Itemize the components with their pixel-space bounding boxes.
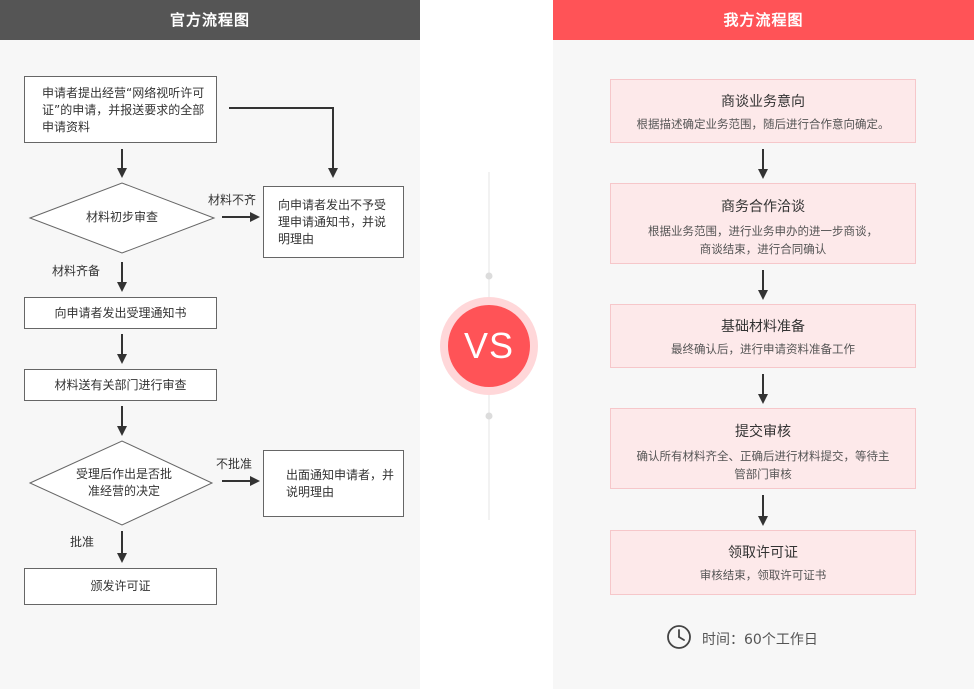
step-card-4: 提交审核 确认所有材料齐全、正确后进行材料提交，等待主管部门审核 bbox=[610, 408, 916, 489]
step-card-3: 基础材料准备 最终确认后，进行申请资料准备工作 bbox=[610, 304, 916, 368]
our-flow-title: 我方流程图 bbox=[553, 0, 974, 40]
divider-dot-top bbox=[485, 272, 493, 280]
step-desc: 确认所有材料齐全、正确后进行材料提交，等待主管部门审核 bbox=[636, 449, 890, 481]
issue-license-box: 颁发许可证 bbox=[24, 568, 217, 605]
apply-box: 申请者提出经营“网络视听许可证”的申请，并报送要求的全部申请资料 bbox=[24, 76, 217, 143]
incomplete-label: 材料不齐 bbox=[208, 193, 257, 207]
step-desc: 审核结束，领取许可证书 bbox=[699, 568, 827, 582]
step-card-5: 领取许可证 审核结束，领取许可证书 bbox=[610, 530, 916, 595]
dept-review-text: 材料送有关部门进行审查 bbox=[54, 378, 187, 392]
time-text: 时间：60个工作日 bbox=[702, 632, 818, 648]
complete-label: 材料齐备 bbox=[52, 264, 101, 278]
initial-review-diamond bbox=[28, 182, 216, 254]
step-title: 领取许可证 bbox=[728, 545, 798, 561]
apply-box-text: 申请者提出经营“网络视听许可证”的申请，并报送要求的全部申请资料 bbox=[42, 86, 205, 134]
time-row: 时间：60个工作日 bbox=[666, 624, 818, 654]
accept-notice-text: 向申请者发出受理通知书 bbox=[54, 306, 187, 320]
step-desc: 根据描述确定业务范围，随后进行合作意向确定。 bbox=[636, 117, 890, 131]
decision-diamond bbox=[28, 440, 214, 526]
dept-review-box: 材料送有关部门进行审查 bbox=[24, 369, 217, 401]
issue-license-text: 颁发许可证 bbox=[90, 579, 151, 593]
step-title: 提交审核 bbox=[735, 424, 791, 440]
step-desc: 最终确认后，进行申请资料准备工作 bbox=[671, 342, 855, 356]
notify-reason-text: 出面通知申请者，并说明理由 bbox=[286, 468, 395, 499]
accept-notice-box: 向申请者发出受理通知书 bbox=[24, 297, 217, 329]
arrow-apply-to-reject bbox=[229, 107, 338, 178]
step-title: 商务合作洽谈 bbox=[721, 199, 805, 215]
notify-reason-box: 出面通知申请者，并说明理由 bbox=[263, 450, 404, 517]
reject-notice-text: 向申请者发出不予受理申请通知书，并说明理由 bbox=[278, 198, 387, 246]
step-title: 商谈业务意向 bbox=[721, 94, 805, 110]
reject-notice-box: 向申请者发出不予受理申请通知书，并说明理由 bbox=[263, 186, 404, 258]
step-title: 基础材料准备 bbox=[721, 319, 805, 335]
official-flow-title: 官方流程图 bbox=[0, 0, 420, 40]
initial-review-label: 材料初步审查 bbox=[85, 210, 158, 224]
vs-badge: VS bbox=[448, 305, 530, 387]
not-approved-label: 不批准 bbox=[216, 457, 253, 471]
step-card-1: 商谈业务意向 根据描述确定业务范围，随后进行合作意向确定。 bbox=[610, 79, 916, 143]
approved-label: 批准 bbox=[70, 535, 95, 549]
step-desc: 根据业务范围，进行业务申办的进一步商谈，商谈结束，进行合同确认 bbox=[648, 224, 878, 256]
decision-label: 受理后作出是否批准经营的决定 bbox=[75, 467, 172, 498]
divider-dot-bottom bbox=[485, 412, 493, 420]
clock-icon bbox=[666, 624, 692, 654]
step-card-2: 商务合作洽谈 根据业务范围，进行业务申办的进一步商谈，商谈结束，进行合同确认 bbox=[610, 183, 916, 264]
